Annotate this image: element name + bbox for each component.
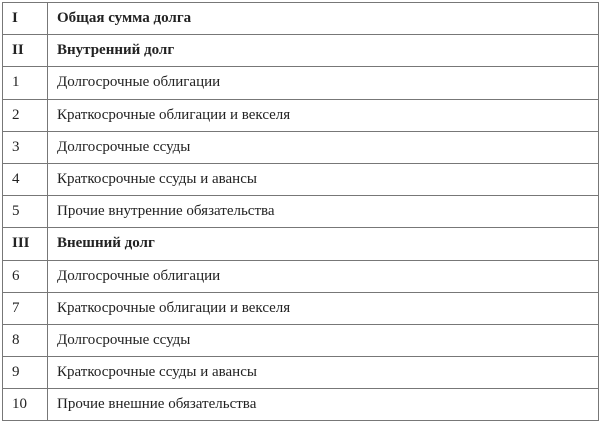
row-number: III bbox=[2, 227, 48, 261]
row-number: I bbox=[2, 1, 48, 36]
row-label: Внутренний долг bbox=[47, 34, 599, 68]
row-label: Долгосрочные облигации bbox=[47, 66, 599, 100]
row-label: Прочие внешние обязательства bbox=[47, 388, 599, 422]
row-label: Долгосрочные ссуды bbox=[47, 323, 599, 358]
row-number: II bbox=[2, 34, 48, 68]
row-label: Краткосрочные ссуды и авансы bbox=[47, 356, 599, 390]
row-number: 8 bbox=[2, 323, 48, 358]
row-label: Краткосрочные ссуды и авансы bbox=[47, 162, 599, 197]
row-number: 5 bbox=[2, 195, 48, 229]
row-number: 10 bbox=[2, 388, 48, 422]
row-label: Краткосрочные облигации и векселя bbox=[47, 291, 599, 325]
row-label: Долгосрочные облигации bbox=[47, 259, 599, 293]
row-number: 7 bbox=[2, 291, 48, 325]
row-label: Прочие внутренние обязательства bbox=[47, 195, 599, 229]
row-label: Внешний долг bbox=[47, 227, 599, 261]
row-label: Краткосрочные облигации и векселя bbox=[47, 98, 599, 132]
row-number: 9 bbox=[2, 356, 48, 390]
row-number: 6 bbox=[2, 259, 48, 293]
row-number: 1 bbox=[2, 66, 48, 100]
row-number: 4 bbox=[2, 162, 48, 197]
row-label: Долгосрочные ссуды bbox=[47, 130, 599, 164]
row-number: 2 bbox=[2, 98, 48, 132]
row-label: Общая сумма долга bbox=[47, 1, 599, 36]
row-number: 3 bbox=[2, 130, 48, 164]
